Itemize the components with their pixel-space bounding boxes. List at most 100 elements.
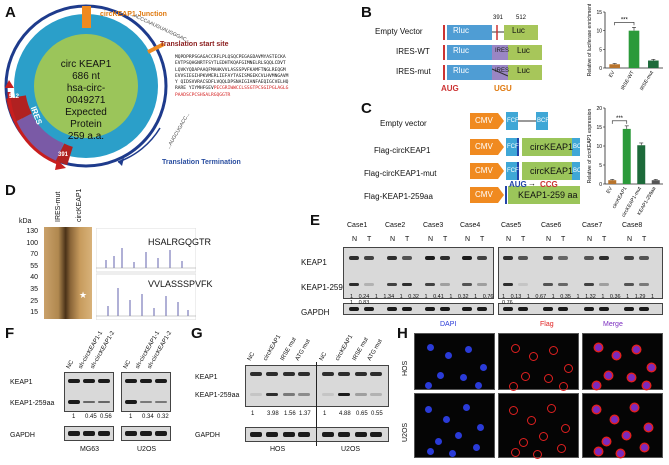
- band: [338, 393, 350, 396]
- lane-ires-mut: IRES-mut: [55, 191, 62, 222]
- band: [639, 256, 649, 260]
- quant-e-left: 1 0.24 1 1.34 1 0.32 1 0.41 1 0.32 1 0.7…: [350, 294, 494, 306]
- row-keap1: KEAP1: [195, 374, 218, 381]
- y-tick-label: 0: [599, 66, 602, 72]
- band: [83, 379, 95, 383]
- band: [98, 379, 110, 383]
- row-keap1: KEAP1: [10, 379, 33, 386]
- lane-t: T: [443, 236, 448, 243]
- circkeap1-box-label: circKEAP1: [530, 166, 574, 176]
- quant: 0.32: [408, 294, 425, 300]
- fcf-label: FCF: [507, 144, 519, 150]
- band: [250, 393, 262, 396]
- row-keap1-259aa: KEAP1-259aa: [301, 283, 352, 292]
- blot-e-left-gapdh: [343, 303, 494, 315]
- band: [155, 379, 167, 383]
- construct-flag-circkeap1-label: Flag-circKEAP1: [374, 146, 431, 155]
- marker: 70: [30, 251, 38, 259]
- quant: 1: [251, 411, 255, 417]
- band: [462, 283, 472, 286]
- y-tick-label: 15: [596, 125, 602, 131]
- construct-empty-label: Empty Vector: [375, 27, 423, 36]
- panel-label-c: C: [361, 100, 372, 117]
- case-label: Case6: [541, 222, 562, 229]
- lane-n: N: [587, 236, 593, 243]
- micrograph-hos-flag: [498, 333, 579, 391]
- cell-nucleus: [435, 438, 442, 445]
- micrograph-u2os-flag: [498, 393, 579, 459]
- quant: 0.55: [371, 411, 383, 417]
- protein-seq-red: PECGRIWWCCLSSGTPCSGIPGLAGLGPAADSCPCSHSAL…: [175, 86, 289, 98]
- band: [425, 307, 435, 311]
- arrow-right-icon: →: [528, 179, 536, 188]
- case-label: Case3: [423, 222, 444, 229]
- quant: 0.83: [358, 300, 370, 306]
- cell-nucleus: [519, 438, 528, 447]
- lane-t: T: [642, 236, 647, 243]
- cell-nucleus: [449, 450, 456, 457]
- bar: [608, 180, 617, 184]
- band: [140, 379, 152, 383]
- band: [518, 256, 528, 260]
- lane-n: N: [352, 236, 358, 243]
- cell-nucleus: [473, 444, 480, 451]
- blot-f-mg63: [64, 372, 114, 412]
- kda-label: kDa: [19, 218, 32, 225]
- quant: 1: [626, 294, 635, 300]
- quant: 1: [474, 294, 483, 300]
- cell-nucleus: [533, 450, 542, 459]
- lane-t: T: [405, 236, 410, 243]
- quant: 0.34: [142, 414, 154, 420]
- cell-nucleus: [509, 406, 518, 415]
- band: [387, 307, 397, 311]
- band: [402, 283, 412, 286]
- cell-nucleus: [465, 346, 472, 353]
- junction-label: circKEAP1 Junction: [100, 11, 167, 18]
- translation-termination-label: Translation Termination: [162, 159, 241, 166]
- band: [322, 432, 334, 437]
- quant: 0.32: [457, 294, 475, 300]
- lane-n: N: [506, 236, 512, 243]
- quant: 0.13: [510, 294, 527, 300]
- bar: [609, 64, 620, 68]
- band: [543, 307, 553, 311]
- mass-spectra: [96, 228, 196, 320]
- cell-nucleus: [455, 432, 462, 439]
- band: [425, 256, 435, 260]
- band: [503, 283, 513, 286]
- cell-nucleus: [511, 344, 520, 353]
- case-label: Case2: [385, 222, 406, 229]
- marker: 35: [30, 285, 38, 293]
- panel-label-h: H: [397, 325, 408, 342]
- y-tick-label: 20: [596, 106, 602, 112]
- cell-nucleus: [463, 404, 470, 411]
- band: [283, 432, 295, 437]
- lane-n: N: [627, 236, 633, 243]
- cell-nucleus: [557, 444, 566, 453]
- cell-nucleus: [425, 406, 432, 413]
- band: [349, 283, 359, 286]
- row-keap1-259aa: KEAP1-259aa: [195, 392, 240, 399]
- band: [370, 372, 382, 376]
- lane-circkeap1: circKEAP1: [76, 188, 83, 222]
- band: [639, 283, 649, 286]
- protein-sequence: MQPDPRPSGAGACCRFLPLQSQCPEGAGDAVMYASTECKA…: [175, 55, 290, 99]
- band: [349, 256, 359, 260]
- row-keap1: KEAP1: [301, 258, 327, 267]
- rluc-label: Rluc: [453, 26, 470, 35]
- band: [83, 431, 95, 436]
- band: [558, 283, 568, 286]
- significance-label: ***: [616, 116, 624, 122]
- quant: 1.34: [383, 294, 400, 300]
- panel-label-d: D: [5, 182, 16, 199]
- quant: 1: [576, 294, 586, 300]
- lane-n: N: [428, 236, 434, 243]
- cmv-label: CMV: [475, 116, 493, 125]
- band: [98, 431, 110, 436]
- quant: 1: [449, 294, 458, 300]
- band: [543, 283, 553, 286]
- band: [503, 307, 513, 311]
- cell-nucleus: [460, 374, 467, 381]
- band: [298, 372, 310, 376]
- ires-box-label: IRES: [495, 48, 510, 54]
